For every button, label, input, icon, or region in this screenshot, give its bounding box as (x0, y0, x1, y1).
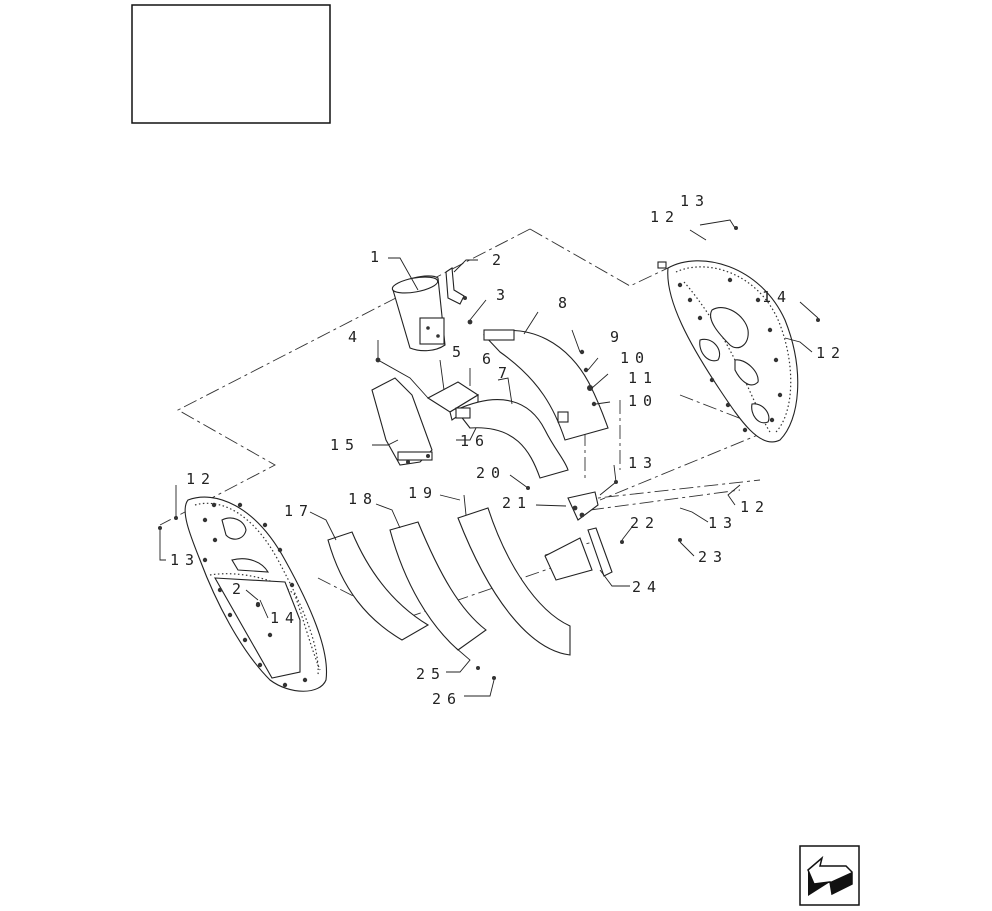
callout-14a: 14 (762, 288, 792, 306)
part-17-belt (327, 531, 430, 641)
callout-1: 1 (370, 248, 385, 266)
callout-24: 24 (632, 578, 662, 596)
callout-2: 2 (492, 251, 507, 269)
callout-8: 8 (558, 294, 573, 312)
callout-2b: 2 (232, 580, 247, 598)
callout-13c: 13 (708, 514, 738, 532)
callout-25: 25 (416, 665, 446, 683)
callout-9: 9 (610, 328, 625, 346)
callout-21: 21 (502, 494, 532, 512)
callout-3: 3 (496, 286, 511, 304)
callout-13a: 13 (680, 192, 710, 210)
callout-19: 19 (408, 484, 438, 502)
part-15-guard (371, 377, 433, 466)
callout-23: 23 (698, 548, 728, 566)
callout-12b: 12 (816, 344, 846, 362)
parts-9-11-hardware (579, 349, 597, 407)
callout-12a: 12 (650, 208, 680, 226)
callout-6: 6 (482, 350, 497, 368)
left-side-panel (184, 496, 328, 692)
part-19-belt (457, 494, 593, 656)
callout-22: 22 (630, 514, 660, 532)
callout-18: 18 (348, 490, 378, 508)
callout-10a: 10 (620, 349, 650, 367)
callout-26: 26 (432, 690, 462, 708)
right-side-panel (657, 260, 799, 443)
callout-13b: 13 (628, 454, 658, 472)
callout-4: 4 (348, 328, 363, 346)
callout-14b: 14 (270, 609, 300, 627)
callout-12c: 12 (740, 498, 770, 516)
callout-17: 17 (284, 502, 314, 520)
title-block (131, 4, 331, 124)
callout-15: 15 (330, 436, 360, 454)
callout-7: 7 (498, 364, 513, 382)
callout-11: 11 (628, 369, 658, 387)
part-1-hood (391, 275, 446, 352)
part-2-bracket (445, 267, 467, 305)
part-21-24-bracket (567, 491, 613, 577)
callout-20: 20 (476, 464, 506, 482)
loose-fasteners (158, 226, 820, 680)
part-18-belt (389, 521, 487, 651)
callout-13d: 13 (170, 551, 200, 569)
callout-5: 5 (452, 343, 467, 361)
callout-10b: 10 (628, 392, 658, 410)
part-8-panel (483, 329, 609, 441)
previous-page-arrow-icon[interactable] (799, 845, 860, 906)
part-7-shroud (455, 399, 569, 479)
callout-12d: 12 (186, 470, 216, 488)
callout-labels: 1 2 3 4 5 6 7 8 9 10 11 10 12 13 14 12 1… (170, 192, 846, 708)
callout-16: 16 (460, 432, 490, 450)
